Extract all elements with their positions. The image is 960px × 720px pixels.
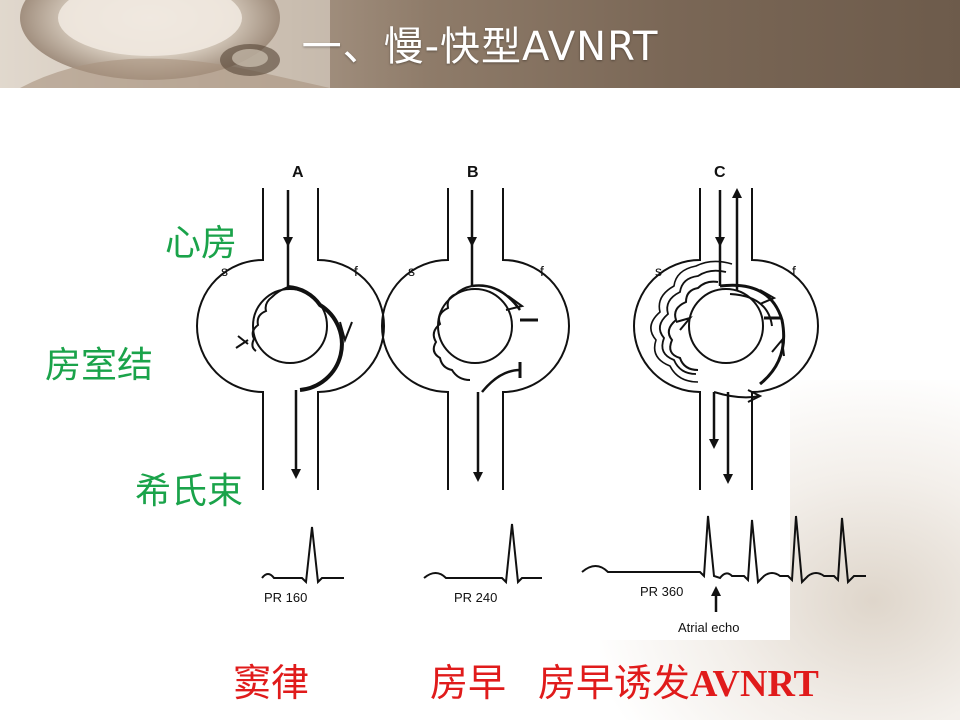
panel-a-fast-pathway bbox=[287, 285, 344, 392]
panel-b-conduit-outline bbox=[381, 188, 570, 490]
panel-a: A s f PR 160 bbox=[196, 164, 385, 605]
panel-c-slow-wave-3 bbox=[650, 260, 733, 383]
panel-b-letter: B bbox=[467, 164, 479, 181]
panel-c-slow-wave-2 bbox=[658, 269, 727, 375]
slide-title: 一、慢-快型AVNRT bbox=[301, 24, 659, 70]
panel-a-slow-pathway bbox=[251, 286, 289, 352]
panel-c-letter: C bbox=[714, 164, 726, 181]
pac-induced-suffix: AVNRT bbox=[690, 663, 819, 705]
panel-a-pr: PR 160 bbox=[264, 590, 307, 605]
panel-a-letter: A bbox=[292, 164, 304, 181]
panel-a-fast-label: f bbox=[354, 263, 358, 279]
panel-b: B s f PR 240 bbox=[381, 164, 570, 605]
atrium-label: 心房 bbox=[165, 223, 238, 264]
panel-c-fast-lower-arrowhead bbox=[771, 337, 785, 357]
panel-b-fast-upper bbox=[471, 284, 522, 311]
panel-b-pr: PR 240 bbox=[454, 590, 497, 605]
pac-induced-prefix: 房早诱发 bbox=[538, 661, 691, 705]
panel-b-slow-label: s bbox=[408, 263, 415, 279]
panel-c: C s f P bbox=[581, 164, 866, 635]
panel-b-fast-lower bbox=[481, 368, 521, 393]
panel-b-fast-upper-head bbox=[505, 295, 525, 311]
pac-label: 房早 bbox=[430, 661, 507, 705]
panel-c-lower-loop bbox=[713, 391, 761, 399]
panel-c-slow-label: s bbox=[655, 263, 662, 279]
panel-c-slow-wave-1 bbox=[667, 280, 719, 371]
header-band: 一、慢-快型AVNRT bbox=[0, 0, 960, 88]
panel-c-fast-inner bbox=[729, 293, 773, 327]
panel-c-central-ring bbox=[688, 288, 764, 364]
panel-c-ecg-trace bbox=[581, 515, 866, 585]
panel-a-ecg-trace bbox=[261, 526, 344, 585]
panel-b-ecg-trace bbox=[423, 523, 542, 585]
stethoscope-photo-icon bbox=[0, 0, 330, 88]
sinus-rhythm-label: 窦律 bbox=[233, 661, 310, 705]
panel-c-echo-label: Atrial echo bbox=[678, 620, 739, 635]
pac-induced-avnrt-label: 房早诱发AVNRT bbox=[538, 652, 819, 707]
panel-a-conduit-outline bbox=[196, 188, 385, 490]
diagram-card bbox=[200, 150, 790, 640]
panel-b-slow-pathway bbox=[432, 285, 473, 381]
av-node-label: 房室结 bbox=[45, 345, 154, 386]
panel-a-fast-arrowhead bbox=[339, 321, 353, 344]
panel-c-lower-loop-head bbox=[747, 389, 763, 403]
his-bundle-label: 希氏束 bbox=[135, 471, 244, 512]
panel-a-slow-tail bbox=[235, 335, 249, 349]
panel-c-fast-arrowhead bbox=[759, 289, 777, 305]
panel-a-slow-label: s bbox=[221, 263, 228, 279]
panel-c-fast-label: f bbox=[792, 263, 796, 279]
panel-c-conduit-outline bbox=[633, 188, 819, 490]
panel-c-slow-arrowhead bbox=[675, 316, 693, 331]
panel-c-fast-outer bbox=[719, 283, 786, 386]
panel-b-fast-label: f bbox=[540, 263, 544, 279]
panel-c-pr: PR 360 bbox=[640, 584, 683, 599]
